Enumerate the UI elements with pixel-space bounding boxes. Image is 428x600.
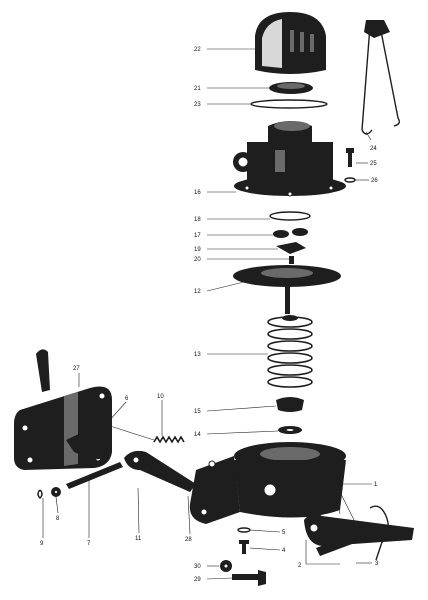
callout-17: 17 — [194, 233, 201, 239]
part-screw-25 — [346, 148, 354, 167]
callout-9: 9 — [40, 541, 44, 547]
part-washer-30 — [220, 560, 232, 572]
part-washer-8 — [51, 487, 61, 497]
part-washer-14 — [278, 426, 302, 434]
part-gasket-ring — [250, 99, 328, 109]
callout-18: 18 — [194, 217, 201, 223]
part-valves-17 — [273, 228, 308, 238]
part-bolt-29 — [232, 570, 266, 586]
callout-4: 4 — [282, 548, 286, 554]
part-clip-9 — [37, 489, 43, 499]
callout-22: 22 — [194, 47, 201, 53]
callout-24: 24 — [370, 146, 377, 152]
part-screw-20 — [289, 256, 294, 264]
callout-5: 5 — [282, 530, 286, 536]
part-rocker-lever-2 — [304, 513, 414, 556]
part-upper-body — [233, 121, 346, 197]
part-retainer-19 — [276, 242, 306, 254]
part-rocker-6 — [66, 424, 109, 460]
callout-29: 29 — [194, 577, 201, 583]
callout-26: 26 — [371, 178, 378, 184]
callout-23: 23 — [194, 102, 201, 108]
callout-labels: 22 21 23 24 25 26 16 18 17 19 20 12 13 2… — [40, 47, 379, 583]
callout-14: 14 — [194, 432, 201, 438]
part-spring-clip-3 — [369, 505, 389, 561]
part-diaphragm — [233, 265, 341, 314]
part-wire-clip — [361, 20, 401, 135]
callout-25: 25 — [370, 161, 377, 167]
part-lower-body — [189, 442, 346, 524]
callout-19: 19 — [194, 247, 201, 253]
callout-21: 21 — [194, 86, 201, 92]
callout-8: 8 — [56, 516, 60, 522]
callout-16: 16 — [194, 190, 201, 196]
leader-lines — [42, 48, 372, 580]
part-washer-5 — [237, 527, 251, 533]
part-seal-15 — [276, 397, 304, 412]
callout-7: 7 — [87, 541, 91, 547]
part-cap-disc — [269, 82, 313, 94]
part-arm-11 — [124, 450, 196, 492]
part-pivot-pin-7 — [66, 462, 123, 489]
part-ring-18 — [269, 211, 311, 221]
callout-12: 12 — [194, 289, 201, 295]
callout-13: 13 — [194, 352, 201, 358]
callout-28: 28 — [185, 537, 192, 543]
callout-3: 3 — [375, 561, 379, 567]
callout-6: 6 — [125, 396, 129, 402]
callout-1: 1 — [374, 482, 378, 488]
callout-30: 30 — [194, 564, 201, 570]
callout-11: 11 — [135, 536, 142, 542]
callout-2: 2 — [298, 563, 302, 569]
part-spring-13 — [267, 315, 313, 388]
part-screw-4 — [239, 540, 249, 554]
callout-27: 27 — [73, 366, 80, 372]
callout-20: 20 — [194, 257, 201, 263]
part-dome-cover — [255, 12, 326, 74]
part-washer-26 — [344, 177, 356, 183]
callout-10: 10 — [157, 394, 164, 400]
callout-15: 15 — [194, 409, 201, 415]
part-spring-10 — [153, 435, 185, 444]
